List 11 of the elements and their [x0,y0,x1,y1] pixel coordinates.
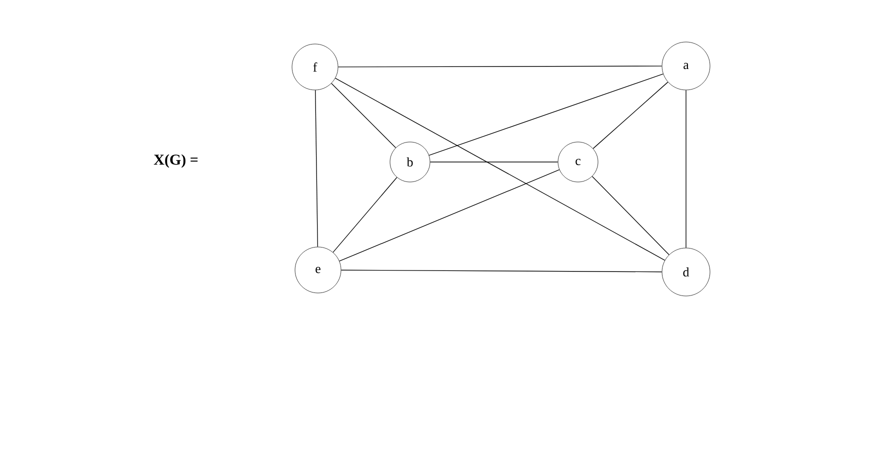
edge-line [340,270,662,272]
edge-line [338,66,662,68]
edge-line [331,83,396,148]
graph-label: X(G) = [154,154,198,168]
edge-line [334,78,666,261]
edge-line [315,90,318,248]
edge-line [428,74,664,156]
edge-line [592,82,668,149]
edge-line [592,176,670,256]
edge-line [332,177,398,253]
edge-line [339,169,560,262]
